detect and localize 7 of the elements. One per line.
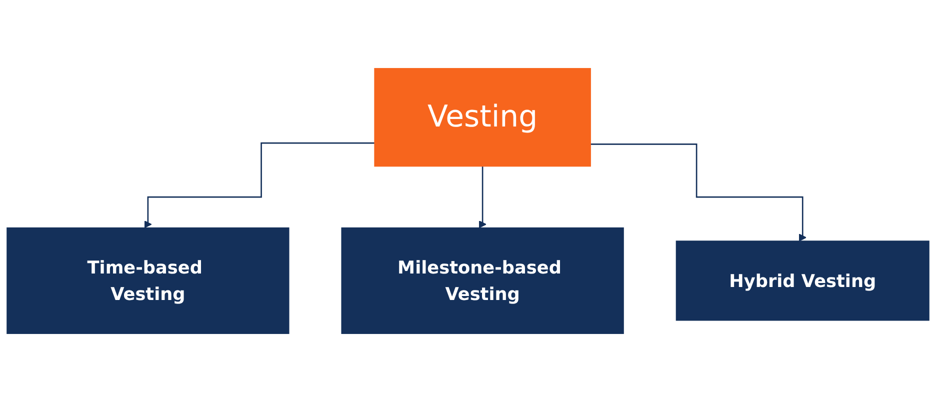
arrow (144, 142, 375, 228)
arrow (590, 144, 806, 242)
node-box: Vesting (374, 68, 591, 167)
arrow (478, 166, 486, 228)
node-box: Time-based Vesting (6, 227, 290, 334)
node-box: Hybrid Vesting (676, 240, 930, 321)
node-box: Milestone-based Vesting (341, 227, 624, 334)
